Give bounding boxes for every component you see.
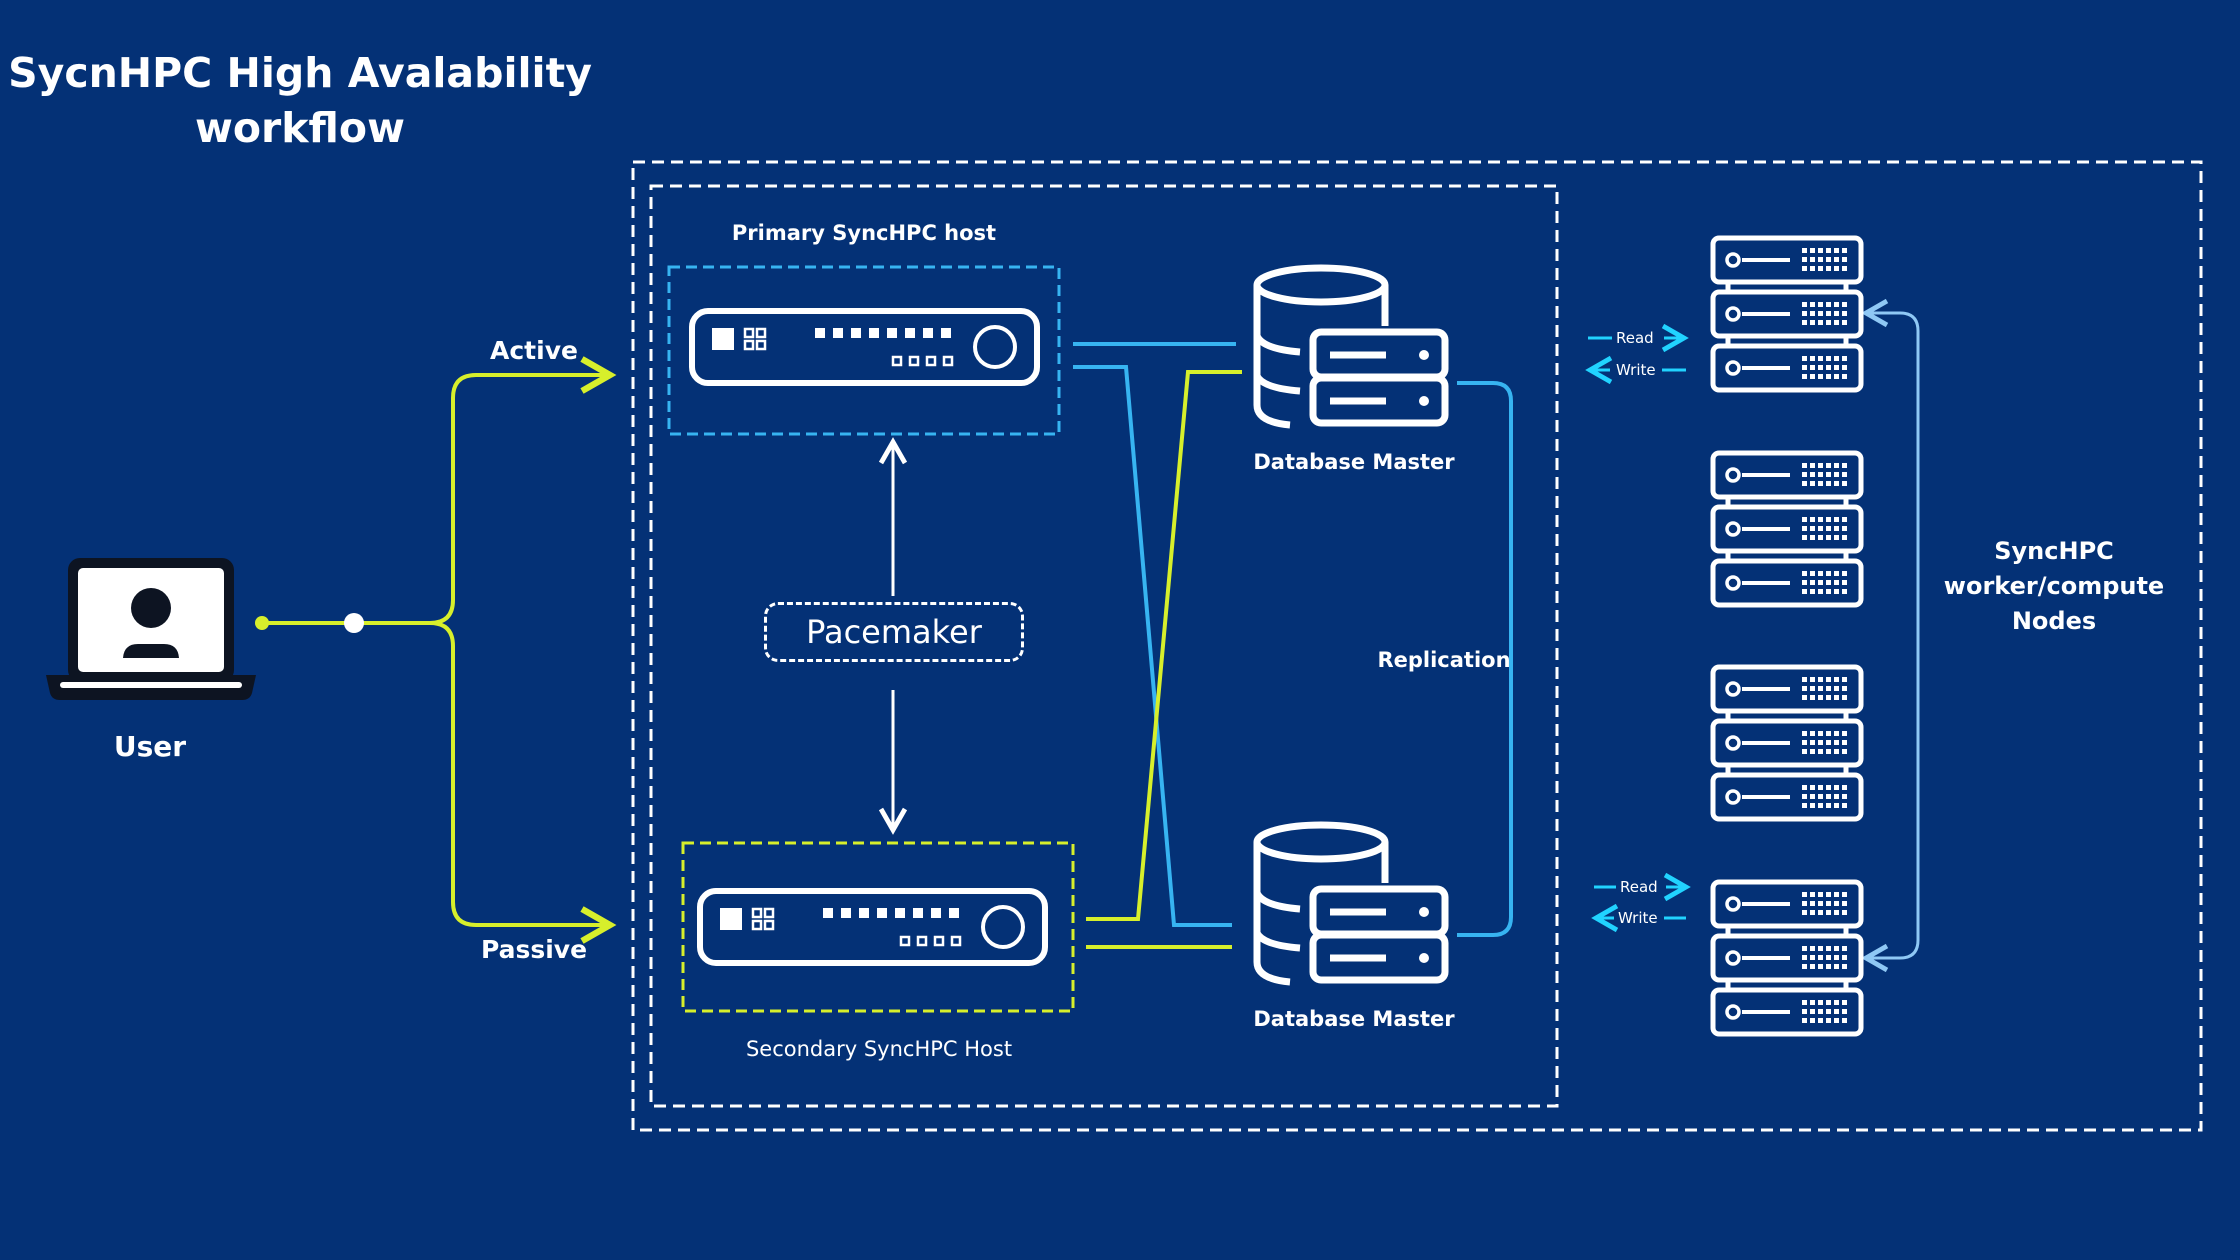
- nodes-bracket: [1872, 311, 1920, 960]
- compute-node-racks: [1710, 235, 1864, 1037]
- primary-host-device-icon: [689, 308, 1040, 386]
- secondary-host-label: Secondary SyncHPC Host: [745, 1037, 1013, 1061]
- primary-db-links: [1073, 342, 1236, 927]
- write-label-top: Write: [1616, 361, 1656, 379]
- nodes-label: SyncHPC worker/compute Nodes: [1924, 534, 2184, 639]
- pacemaker-box: Pacemaker: [764, 602, 1024, 662]
- user-connector-start-dot: [255, 616, 269, 630]
- database-top-label: Database Master: [1253, 450, 1455, 474]
- replication-line: [1457, 381, 1513, 937]
- primary-host-label: Primary SyncHPC host: [731, 221, 997, 245]
- database-bottom-icon: [1253, 821, 1449, 986]
- nodes-label-line-2: worker/compute: [1943, 572, 2165, 600]
- server-rack-icon: [1710, 664, 1864, 822]
- read-label-bottom: Read: [1620, 878, 1658, 896]
- database-top-led-1: [1419, 350, 1429, 360]
- cluster-outer-frame: [631, 160, 2203, 1132]
- database-bottom-led-1: [1419, 907, 1429, 917]
- server-rack-icon: [1710, 879, 1864, 1037]
- active-path-label: Active: [490, 336, 578, 365]
- database-bottom-led-2: [1419, 953, 1429, 963]
- io-arrows-top: [1585, 323, 1689, 385]
- read-label-top: Read: [1616, 329, 1654, 347]
- nodes-label-line-3: Nodes: [2011, 607, 2097, 635]
- passive-path-line: [429, 621, 617, 944]
- database-bottom-label: Database Master: [1253, 1007, 1455, 1031]
- control-plane-frame: [649, 184, 1559, 1108]
- user-laptop-icon: [46, 558, 256, 700]
- passive-path-label: Passive: [480, 935, 588, 964]
- pacemaker-label: Pacemaker: [806, 613, 982, 651]
- user-label: User: [113, 730, 187, 763]
- primary-host-frame: [667, 265, 1061, 436]
- server-rack-icon: [1710, 450, 1864, 608]
- nodes-label-line-1: SyncHPC: [1994, 537, 2114, 565]
- secondary-host-frame: [681, 841, 1075, 1013]
- diagram-title-line-1: SycnHPC High Avalability: [8, 49, 592, 97]
- write-label-bottom: Write: [1618, 909, 1658, 927]
- secondary-db-links: [1086, 370, 1242, 949]
- active-path-line: [429, 356, 617, 625]
- database-top-led-2: [1419, 396, 1429, 406]
- secondary-host-device-icon: [697, 888, 1048, 966]
- diagram-title-line-2: workflow: [195, 104, 405, 152]
- replication-label: Replication: [1377, 648, 1511, 672]
- server-rack-icon: [1710, 235, 1864, 393]
- user-connector-node-dot: [344, 613, 364, 633]
- database-top-icon: [1253, 264, 1449, 429]
- user-connector: [255, 356, 617, 944]
- io-arrows-bottom: [1591, 872, 1691, 933]
